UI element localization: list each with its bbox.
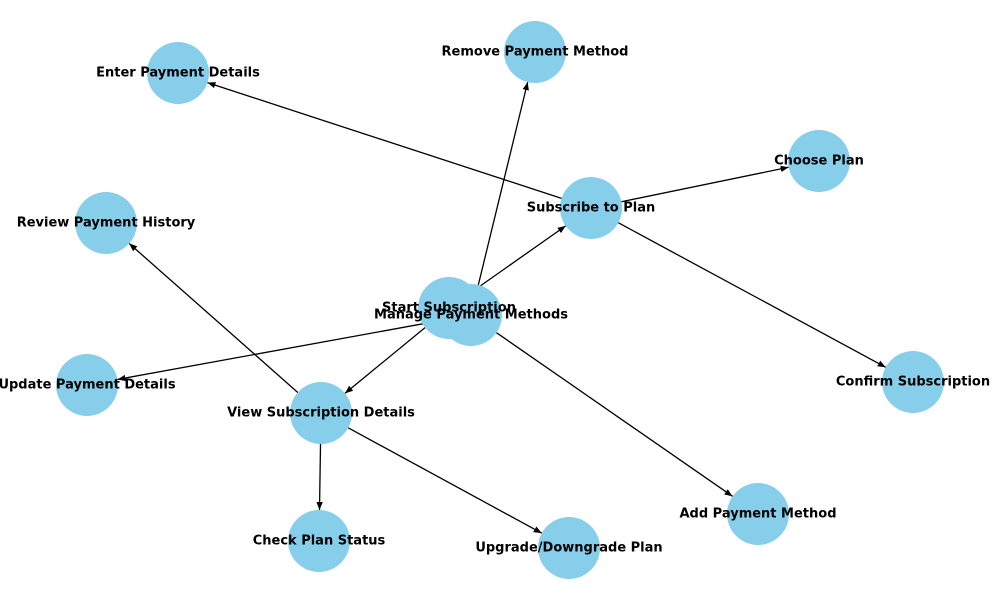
node-label-confirm: Confirm Subscription bbox=[836, 375, 990, 390]
node-upgrade bbox=[538, 517, 600, 579]
node-label-check: Check Plan Status bbox=[253, 534, 386, 549]
edge-subscribe-to-enter bbox=[207, 82, 562, 199]
node-view bbox=[290, 382, 352, 444]
node-label-manage: Manage Payment Methods bbox=[374, 308, 568, 323]
node-check bbox=[288, 510, 350, 572]
node-label-update: Update Payment Details bbox=[0, 378, 176, 393]
node-label-remove: Remove Payment Method bbox=[442, 45, 629, 60]
edge-start-to-view bbox=[344, 327, 426, 394]
edge-manage-to-remove bbox=[477, 81, 529, 286]
edge-view-to-check bbox=[316, 443, 323, 511]
node-label-add: Add Payment Method bbox=[679, 507, 836, 522]
node-review bbox=[75, 192, 137, 254]
node-subscribe bbox=[560, 177, 622, 239]
node-update bbox=[56, 354, 118, 416]
node-choose bbox=[788, 130, 850, 192]
node-label-review: Review Payment History bbox=[17, 216, 196, 231]
edge-start-to-subscribe bbox=[473, 225, 567, 291]
node-manage bbox=[440, 284, 502, 346]
node-label-view: View Subscription Details bbox=[227, 406, 415, 421]
edge-subscribe-to-confirm bbox=[617, 222, 887, 368]
node-label-enter: Enter Payment Details bbox=[96, 66, 260, 81]
node-label-upgrade: Upgrade/Downgrade Plan bbox=[475, 541, 662, 556]
edge-manage-to-update bbox=[117, 319, 441, 382]
node-label-subscribe: Subscribe to Plan bbox=[527, 201, 656, 216]
node-label-choose: Choose Plan bbox=[774, 154, 864, 169]
node-remove bbox=[504, 21, 566, 83]
edge-manage-to-add bbox=[496, 332, 733, 497]
nodes-layer bbox=[56, 21, 944, 579]
edge-subscribe-to-choose bbox=[621, 165, 789, 203]
edge-view-to-review bbox=[128, 243, 299, 393]
edges-layer bbox=[117, 81, 887, 534]
node-label-start: Start Subscription bbox=[382, 301, 516, 316]
node-add bbox=[727, 483, 789, 545]
node-enter bbox=[147, 42, 209, 104]
node-confirm bbox=[882, 351, 944, 413]
edge-view-to-upgrade bbox=[347, 427, 543, 534]
